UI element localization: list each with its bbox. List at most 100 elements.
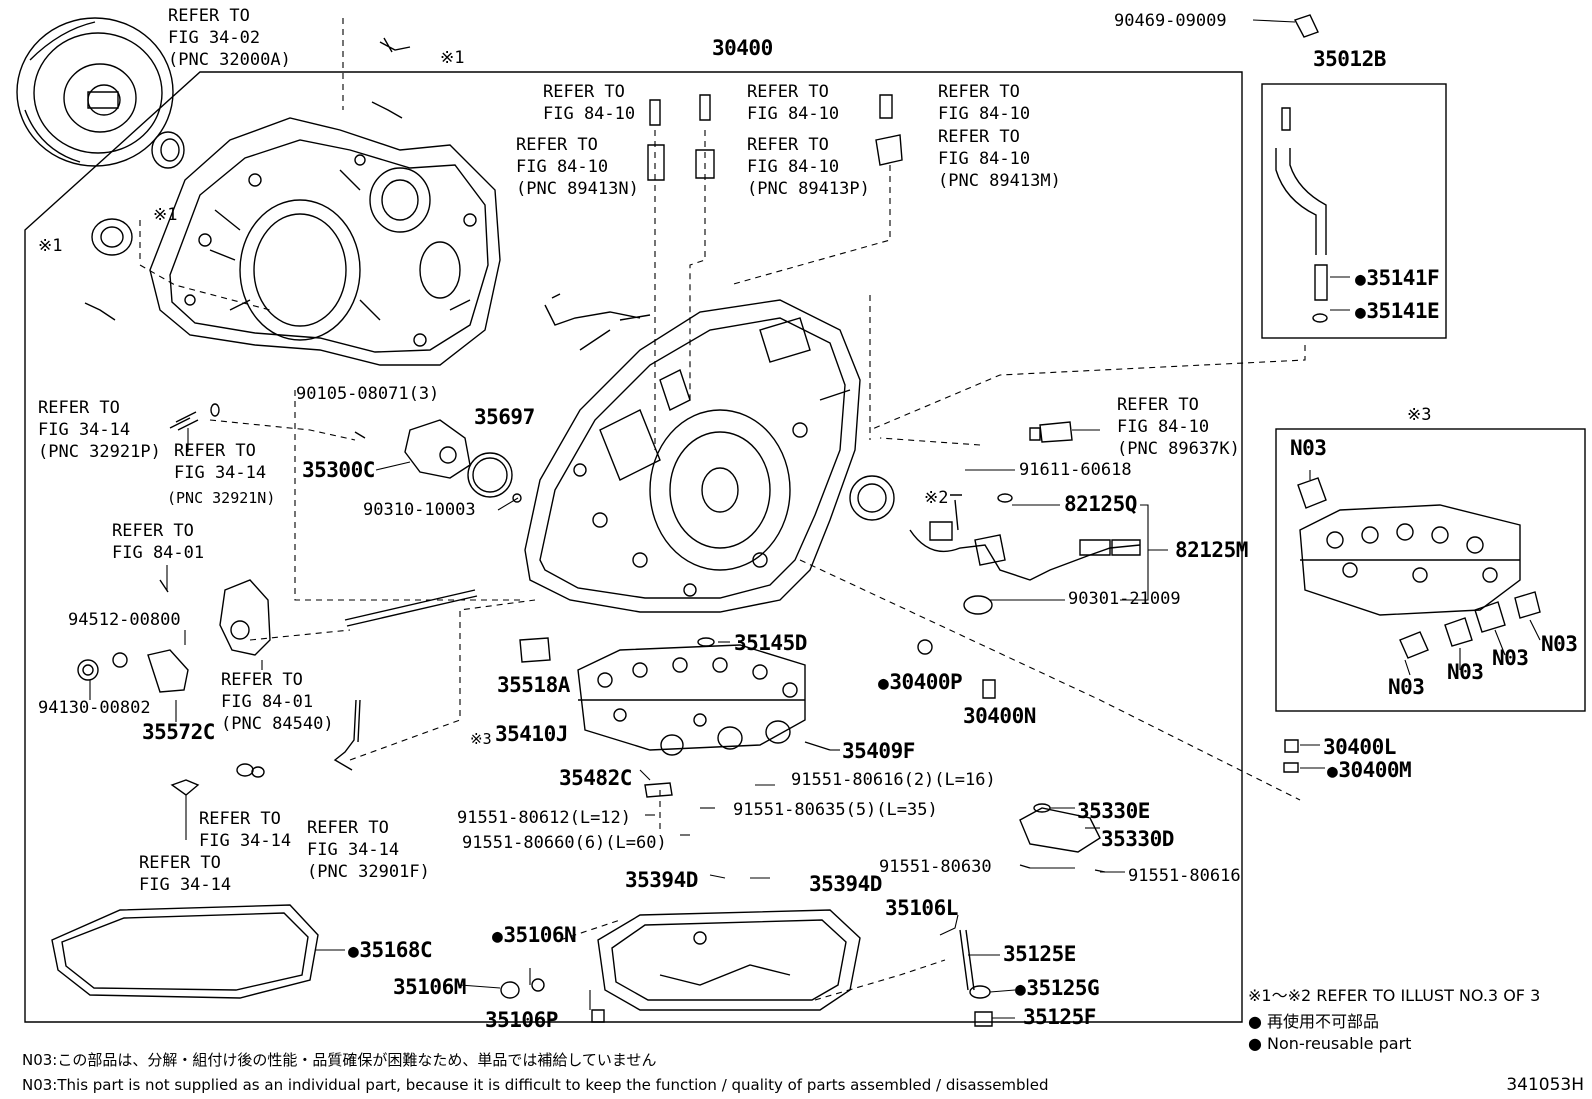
label-35394d-b: 35394D <box>809 872 882 896</box>
legend-refer-illust: ※1～※2 REFER TO ILLUST NO.3 OF 3 <box>1248 986 1541 1005</box>
label-mark3-box: ※3 <box>1407 405 1432 425</box>
label-91551-80612-number: 91551-80612 <box>457 808 570 828</box>
label-35106m: 35106M <box>393 975 466 999</box>
label-n03-c: N03 <box>1447 660 1484 684</box>
label-35168c: 35168C <box>348 938 432 964</box>
legend-nonreusable-jp-text: 再使用不可部品 <box>1267 1012 1380 1031</box>
label-refer-fig-34-14-c: REFER TO FIG 34-14 <box>199 809 292 851</box>
label-mark3-body: ※3 <box>470 730 492 748</box>
hose-graphic <box>1275 14 1328 323</box>
legend-nonreusable-en-text: Non-reusable part <box>1267 1034 1412 1053</box>
valve-body-graphic <box>577 644 831 756</box>
label-91551-80635-5: 91551-80635(5)(L=35) <box>733 800 938 820</box>
label-82125m: 82125M <box>1175 538 1248 562</box>
label-35394d-a: 35394D <box>625 868 698 892</box>
label-n03-d: N03 <box>1492 646 1529 670</box>
temp-sensor-graphic <box>1029 421 1073 443</box>
neutral-switch-graphic <box>77 579 271 693</box>
box-mark3 <box>1275 428 1586 712</box>
label-refer-fig-84-10-a: REFER TO FIG 84-10 <box>543 82 636 124</box>
label-mark1-top: ※1 <box>440 48 465 68</box>
speed-sensors-graphic <box>647 94 903 181</box>
legend-nonreusable-en: ● Non-reusable part <box>1248 1034 1411 1053</box>
label-refer-fig-84-01-84540: REFER TO FIG 84-01 (PNC 84540) <box>221 670 334 734</box>
oil-pan-graphic <box>597 909 861 1011</box>
label-90310-10003: 90310-10003 <box>363 500 476 520</box>
label-35482c: 35482C <box>559 766 632 790</box>
label-n03-a: N03 <box>1290 436 1327 460</box>
label-35106p: 35106P <box>485 1008 558 1032</box>
label-94130-00802: 94130-00802 <box>38 698 151 718</box>
label-90301-21009: 90301-21009 <box>1068 589 1181 609</box>
label-30400n: 30400N <box>963 704 1036 728</box>
footnote-en: N03:This part is not supplied as an indi… <box>22 1076 1049 1094</box>
label-91551-80616-2-number: 91551-80616(2) <box>791 770 935 790</box>
label-35300c: 35300C <box>302 458 375 482</box>
label-35697: 35697 <box>474 405 535 429</box>
label-refer-fig-84-10-c: REFER TO FIG 84-10 <box>938 82 1031 124</box>
label-mark1-seal: ※1 <box>153 205 178 225</box>
valve-body-detail-graphic <box>1297 477 1541 659</box>
drain-bolt-graphic <box>1283 739 1299 773</box>
label-refer-fig-34-14-n: REFER TO FIG 34-14 <box>174 441 267 483</box>
label-91551-80630: 91551-80630 <box>879 857 992 877</box>
legend-dot-icon: ● <box>1248 1012 1268 1031</box>
label-35012b: 35012B <box>1313 47 1386 71</box>
label-refer-fig-34-14-d: REFER TO FIG 34-14 <box>139 853 232 895</box>
label-94512-00800: 94512-00800 <box>68 610 181 630</box>
label-91611-60618: 91611-60618 <box>1019 460 1132 480</box>
box-35012b <box>1261 83 1447 339</box>
label-refer-fig-84-01-a: REFER TO FIG 84-01 <box>112 521 205 563</box>
shift-rod-graphic <box>344 589 478 627</box>
label-refer-fig-84-10-89413p: REFER TO FIG 84-10 (PNC 89413P) <box>747 135 870 199</box>
oil-seal-graphic <box>91 131 185 256</box>
label-90469-09009: 90469-09009 <box>1114 11 1227 31</box>
label-91551-80612: 91551-80612(L=12) <box>457 808 631 828</box>
torque-converter-graphic <box>16 17 174 167</box>
label-35141e: 35141E <box>1355 299 1439 325</box>
label-35106n: 35106N <box>492 923 576 949</box>
label-35145d: 35145D <box>734 631 807 655</box>
label-30400m: 30400M <box>1327 758 1411 784</box>
label-91551-80660-6: 91551-80660(6)(L=60) <box>462 833 667 853</box>
oil-pipe-graphic <box>333 699 361 771</box>
legend-nonreusable-jp: ● 再使用不可部品 <box>1248 1008 1379 1032</box>
label-35125f: 35125F <box>1023 1005 1096 1029</box>
label-35330e: 35330E <box>1077 799 1150 823</box>
label-35106l: 35106L <box>885 896 958 920</box>
transmission-case-graphic <box>524 299 861 613</box>
label-35141f: 35141F <box>1355 266 1439 292</box>
wire-harness-graphic <box>849 475 1141 615</box>
label-35125e: 35125E <box>1003 942 1076 966</box>
fitting-graphic <box>169 411 199 431</box>
pump-sensor-graphic <box>354 419 522 503</box>
label-91551-80635-length: (L=35) <box>876 800 938 820</box>
dipstick-tube-graphic <box>959 929 975 991</box>
label-refer-fig-84-10-89637k: REFER TO FIG 84-10 (PNC 89637K) <box>1117 395 1240 459</box>
label-refer-fig-84-10-b: REFER TO FIG 84-10 <box>747 82 840 124</box>
label-35410j: 35410J <box>495 722 568 746</box>
label-91551-80616-2-length: (L=16) <box>934 770 996 790</box>
bolt-graphics <box>84 37 411 321</box>
label-refer-fig-34-02: REFER TO FIG 34-02 (PNC 32000A) <box>168 6 291 70</box>
label-pnc-32921n: (PNC 32921N) <box>167 489 276 507</box>
label-91551-80616-2: 91551-80616(2)(L=16) <box>791 770 996 790</box>
assembly-boundary <box>24 71 1243 1023</box>
label-91551-80635-number: 91551-80635(5) <box>733 800 877 820</box>
label-refer-fig-34-14-32921p: REFER TO FIG 34-14 (PNC 32921P) <box>38 398 161 462</box>
legend-dot-icon: ● <box>1248 1034 1268 1053</box>
label-30400l: 30400L <box>1323 735 1396 759</box>
label-90105-08071: 90105-08071(3) <box>296 384 440 404</box>
pan-gasket-graphic <box>51 904 319 999</box>
label-refer-fig-84-10-89413m: REFER TO FIG 84-10 (PNC 89413M) <box>938 127 1061 191</box>
label-mark1-left: ※1 <box>38 236 63 256</box>
label-91551-80660-length: (L=60) <box>605 833 667 853</box>
footnote-jp: N03:この部品は、分解・組付け後の性能・品質確保が困難なため、単品では補給して… <box>22 1051 657 1069</box>
label-35409f: 35409F <box>842 739 915 763</box>
label-30400: 30400 <box>712 36 773 60</box>
label-mark2: ※2 <box>924 488 949 508</box>
gasket-35518a-graphic <box>519 637 551 663</box>
label-refer-fig-84-10-89413n: REFER TO FIG 84-10 (PNC 89413N) <box>516 135 639 199</box>
